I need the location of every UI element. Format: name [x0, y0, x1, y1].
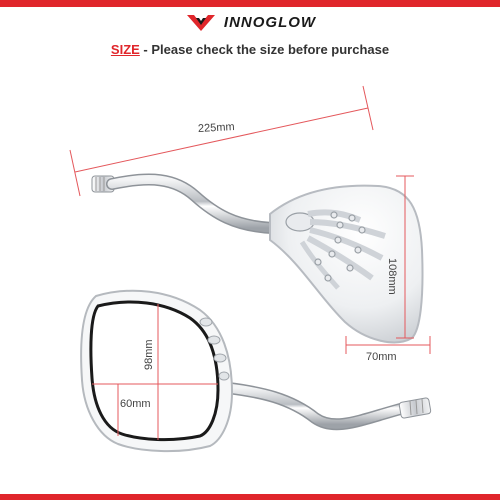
lower-mirror — [80, 289, 432, 453]
dimension-lines — [69, 85, 431, 440]
upper-mirror — [91, 173, 424, 344]
wing-logo-icon — [186, 15, 215, 31]
width-label: 70mm — [366, 351, 397, 363]
brand-header: INNOGLOW — [0, 11, 500, 33]
lower-bolt — [398, 397, 432, 419]
skeleton-hand — [285, 209, 386, 290]
size-headline: SIZE - Please check the size before purc… — [0, 42, 500, 57]
length-label: 225mm — [197, 121, 235, 135]
size-instruction: - Please check the size before purchase — [139, 42, 390, 57]
length-dimension-line — [74, 107, 369, 173]
bottom-accent-bar — [0, 494, 500, 500]
glass-width-label: 60mm — [120, 398, 151, 410]
mirror-glass — [89, 300, 220, 442]
top-accent-bar — [0, 0, 500, 7]
height-label: 108mm — [386, 258, 398, 295]
glass-height-label: 98mm — [143, 339, 155, 370]
size-keyword: SIZE — [110, 42, 140, 57]
brand-name: INNOGLOW — [223, 13, 317, 31]
